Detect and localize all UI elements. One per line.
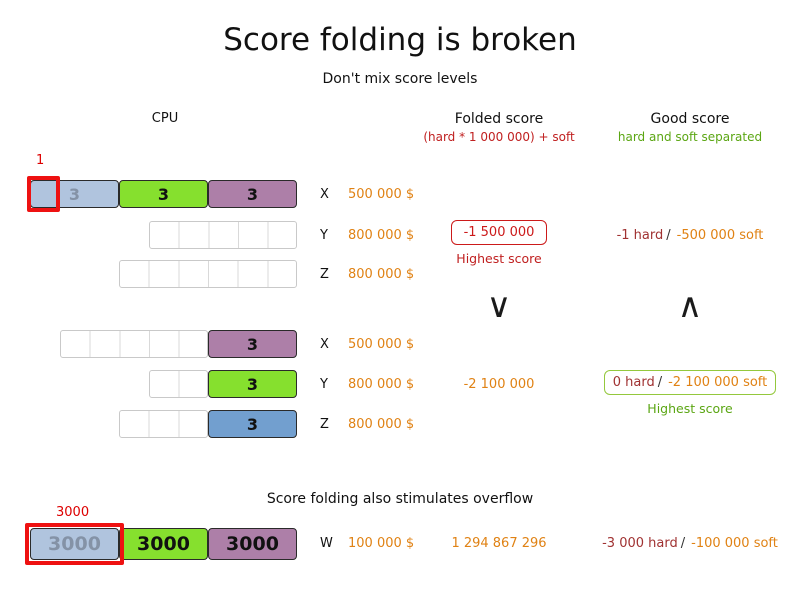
machine-label: X — [320, 337, 329, 352]
process-block-lightblue: 3000 — [30, 528, 119, 560]
process-block-purple: 3 — [208, 330, 297, 358]
overload-hours-label-x: 1 — [36, 153, 45, 168]
folded-highest-score-note: Highest score — [456, 251, 542, 266]
machine-cost: 500 000 $ — [348, 337, 415, 352]
machine-cost: 800 000 $ — [348, 417, 415, 432]
empty-cpu-slots — [119, 410, 208, 438]
machine-label: X — [320, 187, 329, 202]
folded-score-formula: (hard * 1 000 000) + soft — [423, 130, 575, 144]
cpu-row-y-solution2: 3 — [30, 370, 297, 398]
process-block-green: 3000 — [119, 528, 208, 560]
overload-highlight — [25, 523, 124, 565]
machine-cost: 800 000 $ — [348, 377, 415, 392]
cpu-column-header: CPU — [151, 111, 179, 126]
machine-label: Y — [320, 228, 328, 243]
good-score-box: 0 hard/ -2 100 000 soft — [603, 370, 777, 395]
process-hours: 3 — [246, 184, 259, 204]
process-block-purple: 3 — [208, 180, 297, 208]
score-separator: / — [680, 536, 686, 551]
process-block-green: 3 — [119, 180, 208, 208]
overload-hours-label-w: 3000 — [56, 505, 90, 520]
cpu-row-z-solution1 — [30, 260, 297, 288]
soft-score: -500 000 soft — [676, 228, 764, 243]
overflow-section-title: Score folding also stimulates overflow — [266, 491, 534, 507]
good-score-solution1: -1 hard/ -500 000 soft — [590, 228, 790, 243]
folded-score-solution1: -1 500 000 — [399, 220, 599, 245]
score-separator: / — [666, 228, 671, 243]
folded-score-overflow: 1 294 867 296 — [451, 536, 547, 551]
process-hours: 3 — [246, 414, 259, 434]
soft-score: -100 000 soft — [691, 536, 778, 551]
page-subtitle: Don't mix score levels — [322, 71, 478, 87]
machine-cost: 800 000 $ — [348, 267, 415, 282]
page-title: Score folding is broken — [223, 22, 577, 58]
cpu-row-x-solution2: 3 — [30, 330, 297, 358]
empty-cpu-slots — [59, 330, 208, 358]
process-block-purple: 3000 — [208, 528, 297, 560]
folded-score-column-header: Folded score — [454, 111, 544, 127]
machine-cost: 500 000 $ — [348, 187, 415, 202]
overload-highlight — [27, 176, 60, 212]
cpu-row-z-solution2: 3 — [30, 410, 297, 438]
hard-score: 0 hard — [612, 375, 655, 390]
empty-cpu-slots — [119, 260, 297, 288]
good-score-overflow: -3 000 hard/ -100 000 soft — [590, 536, 790, 551]
good-highest-score-note: Highest score — [647, 401, 733, 416]
folded-score-solution2: -2 100 000 — [463, 377, 535, 392]
cpu-row-w-overflow: 3000 3000 3000 — [25, 523, 297, 565]
score-separator: / — [657, 375, 663, 390]
process-hours: 3000 — [48, 533, 101, 555]
good-comparison-symbol: ∧ — [677, 286, 703, 326]
process-block-blue: 3 — [208, 410, 297, 438]
machine-cost: 800 000 $ — [348, 228, 415, 243]
machine-label: Z — [320, 267, 329, 282]
machine-label: Y — [320, 377, 328, 392]
process-hours: 3 — [68, 184, 81, 204]
process-block-lightblue: 3 — [30, 180, 119, 208]
folded-score-box: -1 500 000 — [450, 220, 548, 245]
process-hours: 3000 — [226, 533, 279, 555]
cpu-row-x-solution1: 3 3 3 — [27, 176, 297, 212]
empty-cpu-slots — [148, 221, 297, 249]
process-hours: 3 — [246, 374, 259, 394]
folded-comparison-symbol: ∨ — [486, 286, 512, 326]
cpu-row-y-solution1 — [30, 221, 297, 249]
hard-score: -3 000 hard — [602, 536, 678, 551]
hard-score: -1 hard — [616, 228, 664, 243]
good-score-formula: hard and soft separated — [617, 130, 763, 144]
machine-cost: 100 000 $ — [348, 536, 415, 551]
empty-cpu-slots — [148, 370, 208, 398]
process-block-green: 3 — [208, 370, 297, 398]
good-score-solution2: 0 hard/ -2 100 000 soft — [590, 370, 790, 395]
good-score-column-header: Good score — [650, 111, 730, 127]
process-hours: 3000 — [137, 533, 190, 555]
machine-label: W — [320, 536, 333, 551]
process-hours: 3 — [246, 334, 259, 354]
machine-label: Z — [320, 417, 329, 432]
process-hours: 3 — [157, 184, 170, 204]
soft-score: -2 100 000 soft — [668, 375, 768, 390]
